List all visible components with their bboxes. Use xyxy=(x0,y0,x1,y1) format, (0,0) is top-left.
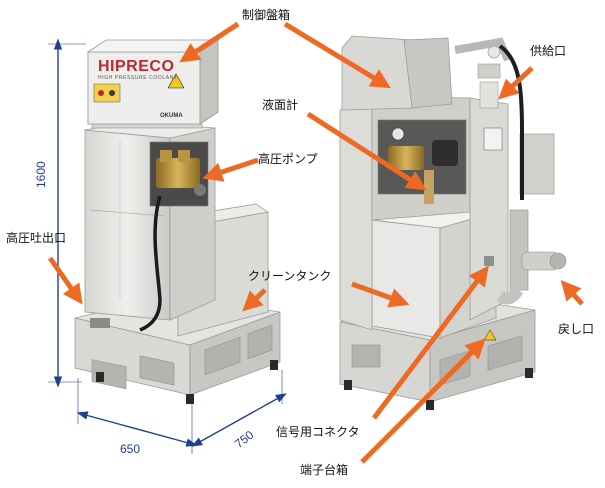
label-terminal-box: 端子台箱 xyxy=(300,463,349,477)
arrow-terminal-box xyxy=(360,338,486,464)
arrow-supply-port xyxy=(498,66,534,100)
arrow-hp-outlet xyxy=(47,256,83,305)
arrow-clean-tank-left xyxy=(242,288,267,312)
callout-arrows xyxy=(47,21,584,464)
arrow-level-gauge xyxy=(306,111,427,191)
label-level-gauge: 液面計 xyxy=(262,98,299,112)
label-supply-port: 供給口 xyxy=(530,44,567,58)
arrow-signal-connector xyxy=(372,265,489,420)
hipreco-tagline: HIGH PRESSURE COOLANT xyxy=(98,75,178,81)
arrow-return-port xyxy=(560,280,584,306)
label-clean-tank: クリーンタンク xyxy=(248,269,332,283)
label-control-box: 制御盤箱 xyxy=(242,8,291,22)
dimension-width: 650 xyxy=(120,442,141,456)
left-machine xyxy=(74,39,281,404)
label-hp-pump: 高圧ポンプ xyxy=(258,152,318,166)
arrow-hp-pump xyxy=(202,157,259,182)
label-hp-outlet: 高圧吐出口 xyxy=(6,231,67,245)
arrow-clean-tank-right xyxy=(351,281,410,308)
label-signal-connector: 信号用コネクタ xyxy=(276,425,360,439)
label-return-port: 戻し口 xyxy=(558,322,595,336)
dimension-lines xyxy=(48,38,287,454)
arrow-control-box-left xyxy=(179,21,240,63)
okuma-brand: OKUMA xyxy=(160,113,183,119)
hipreco-logo: HIPRECO xyxy=(98,58,175,75)
right-machine xyxy=(339,35,567,410)
dimension-height: 1600 xyxy=(34,161,48,188)
arrow-control-box-right xyxy=(283,21,391,89)
